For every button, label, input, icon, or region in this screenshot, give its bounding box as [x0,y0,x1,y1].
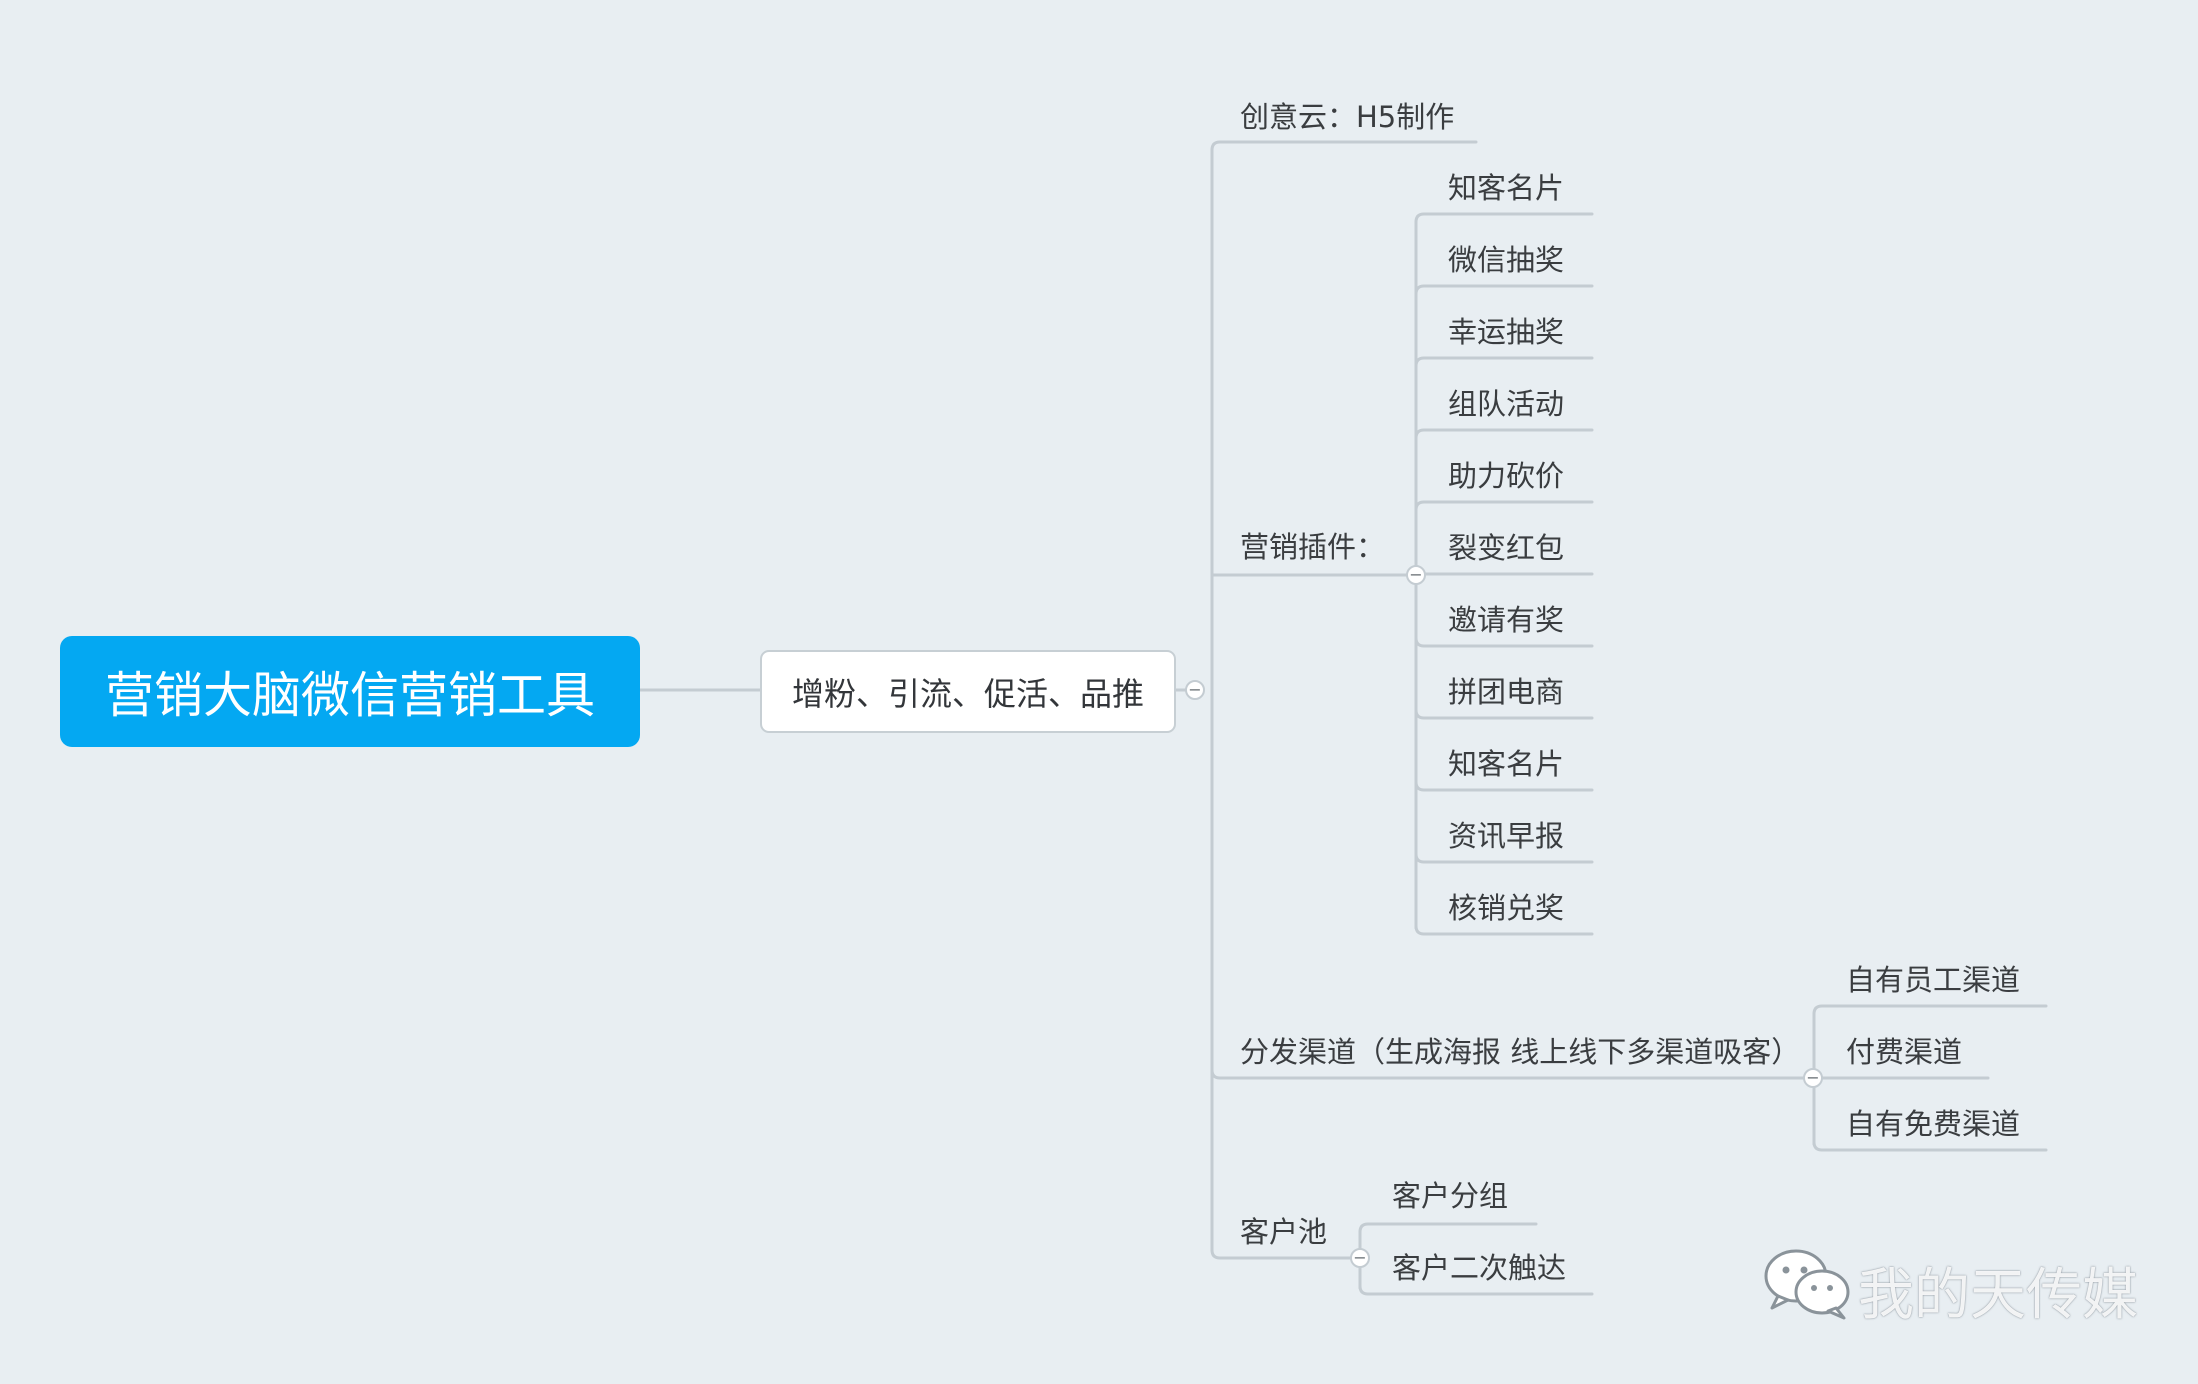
collapse-icon[interactable]: − [1803,1068,1823,1088]
customer-pool-item[interactable]: 客户分组 [1392,1179,1509,1213]
topic-marketing-plugins[interactable]: 营销插件： [1240,530,1386,564]
distribution-item[interactable]: 自有员工渠道 [1846,963,2021,997]
plugin-item[interactable]: 知客名片 [1448,747,1565,781]
topic-creative-cloud[interactable]: 创意云：H5制作 [1240,100,1455,134]
collapse-icon[interactable]: − [1406,565,1426,585]
plugin-item[interactable]: 知客名片 [1448,171,1565,205]
root-topic[interactable]: 营销大脑微信营销工具 [60,636,640,747]
plugin-item[interactable]: 微信抽奖 [1448,243,1565,277]
wechat-icon [1764,1249,1850,1320]
plugin-item[interactable]: 组队活动 [1448,387,1565,421]
plugin-item[interactable]: 邀请有奖 [1448,603,1565,637]
plugin-item[interactable]: 核销兑奖 [1448,891,1565,925]
plugin-item[interactable]: 裂变红包 [1448,531,1565,565]
collapse-icon[interactable]: − [1185,680,1205,700]
topic-distribution[interactable]: 分发渠道（生成海报 线上线下多渠道吸客） [1240,1035,1801,1069]
distribution-item[interactable]: 付费渠道 [1846,1035,1963,1069]
watermark-text: 我的天传媒 [1858,1263,2138,1328]
plugin-item[interactable]: 幸运抽奖 [1448,315,1565,349]
distribution-item[interactable]: 自有免费渠道 [1846,1107,2021,1141]
collapse-icon[interactable]: − [1350,1248,1370,1268]
plugin-item[interactable]: 资讯早报 [1448,819,1565,853]
plugin-item[interactable]: 拼团电商 [1448,675,1565,709]
plugin-item[interactable]: 助力砍价 [1448,459,1565,493]
customer-pool-item[interactable]: 客户二次触达 [1392,1251,1567,1285]
topic-customer-pool[interactable]: 客户池 [1240,1215,1328,1249]
main-branch-topic[interactable]: 增粉、引流、促活、品推 [760,650,1176,733]
